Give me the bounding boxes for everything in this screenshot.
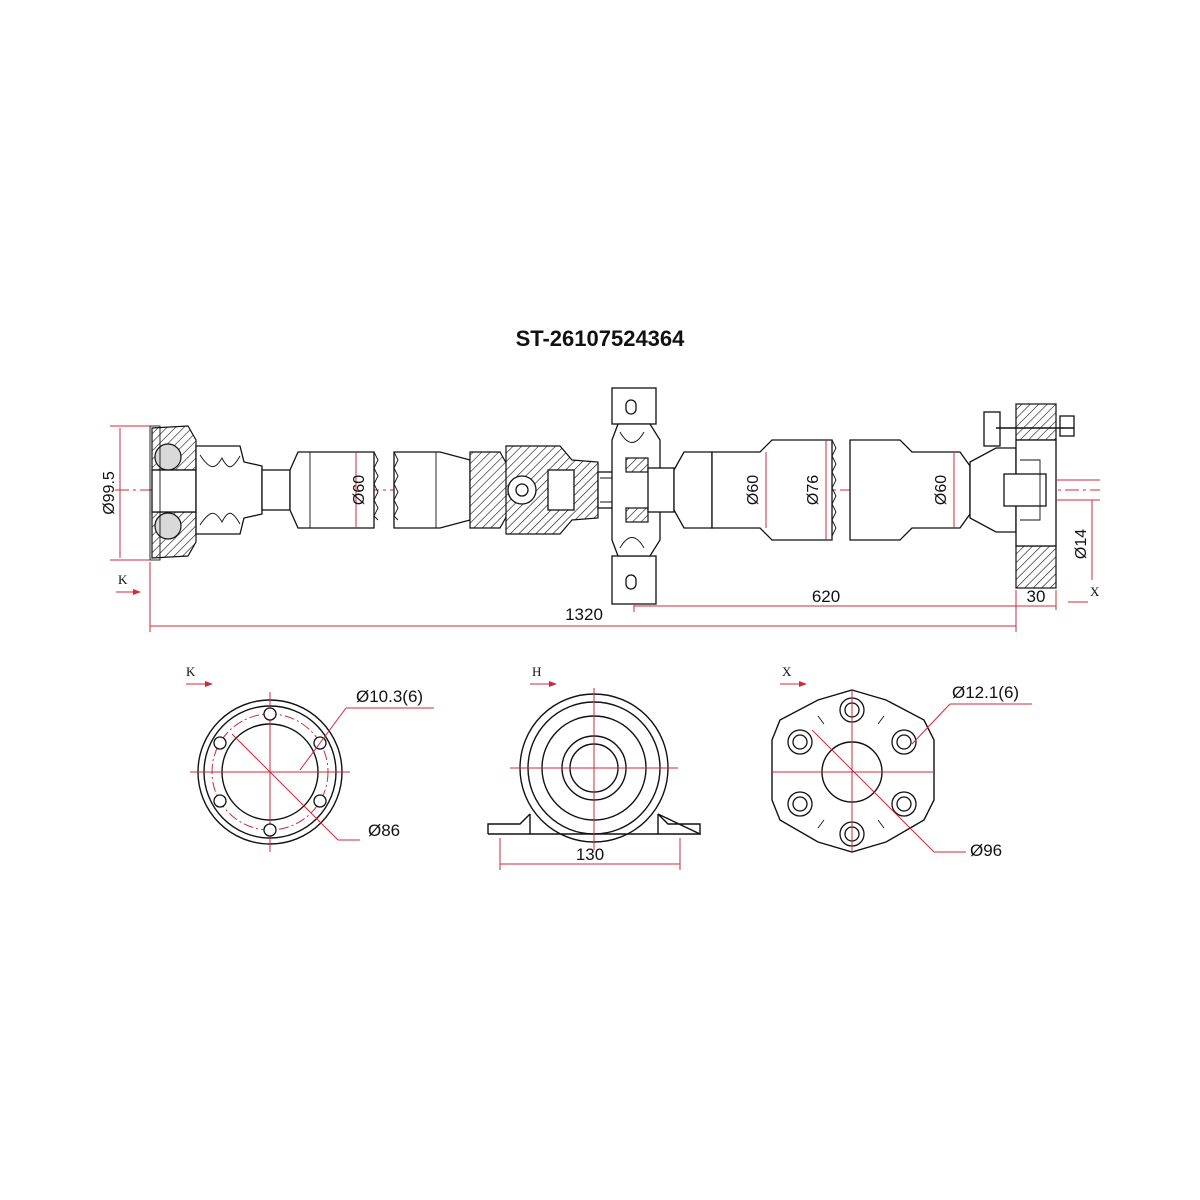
- view-x-flex-disc: X Ø12.1(6) Ø96: [771, 664, 1032, 860]
- view-x-pcd-dim: Ø96: [970, 841, 1002, 860]
- front-flange: [149, 425, 291, 561]
- rear-tube: Ø60 Ø76 Ø60: [673, 439, 971, 541]
- part-number-title: ST-26107524364: [516, 326, 686, 351]
- universal-joint: [469, 445, 629, 535]
- rear-length-label: 620: [812, 587, 840, 606]
- view-k-label: K: [186, 664, 196, 679]
- view-k-flange: K Ø10.3(6) Ø86: [186, 664, 434, 852]
- front-tube: Ø60: [289, 451, 471, 529]
- driveshaft-side-view: Ø60: [101, 387, 1100, 632]
- view-h-label: H: [532, 664, 541, 679]
- view-h-width-dim: 130: [576, 845, 604, 864]
- view-x-marker: X: [1090, 584, 1100, 599]
- pin-dia-label: Ø14: [1073, 529, 1090, 559]
- tube-dia-large-label: Ø76: [805, 475, 822, 505]
- view-x-label: X: [782, 664, 792, 679]
- tube-dia-mid-label: Ø60: [745, 475, 762, 505]
- bolt-holes-k: [213, 707, 327, 837]
- center-bearing: [611, 387, 675, 605]
- dimension-lines: Ø99.5 Ø14 620 30 1320 K X: [101, 425, 1100, 632]
- tube-dia-left-label: Ø60: [351, 475, 368, 505]
- flange-dia-label: Ø99.5: [101, 471, 118, 515]
- tube-dia-right-label: Ø60: [933, 475, 950, 505]
- view-k-pcd-dim: Ø86: [368, 821, 400, 840]
- view-h-center-bearing: H 130: [487, 664, 701, 870]
- view-x-hole-dim: Ø12.1(6): [952, 683, 1019, 702]
- flex-coupling: [969, 403, 1075, 589]
- view-k-marker: K: [118, 572, 128, 587]
- coupling-width-label: 30: [1027, 587, 1046, 606]
- total-length-label: 1320: [565, 605, 603, 624]
- view-k-hole-dim: Ø10.3(6): [356, 687, 423, 706]
